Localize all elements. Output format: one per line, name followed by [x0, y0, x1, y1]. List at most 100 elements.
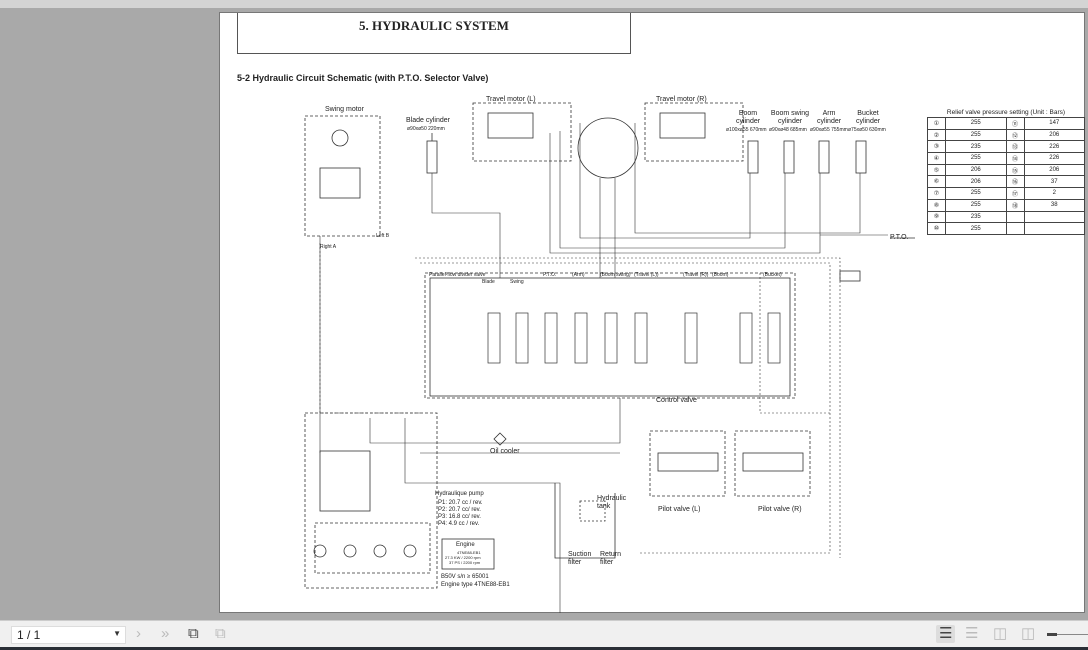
page-indicator: 1 / 1	[17, 628, 41, 642]
pressure-value: 206	[1023, 128, 1085, 142]
suction-filter-label: Suction filter	[568, 551, 592, 566]
single-page-view-icon[interactable]: ☰	[936, 625, 956, 643]
valve-number: ⑤	[927, 163, 946, 177]
section-blade: Blade	[482, 279, 495, 285]
pilot-valve-r-label: Pilot valve (R)	[758, 506, 802, 513]
valve-number: ⑫	[1005, 128, 1025, 142]
pressure-value: 255	[945, 117, 1007, 130]
pump-p4: P4: 4.9 cc / rev.	[438, 521, 480, 527]
left-b-label: Left B	[376, 233, 390, 239]
valve-number	[1005, 210, 1025, 224]
valve-number: ⑱	[1005, 198, 1025, 212]
engine-label: Engine	[456, 542, 475, 548]
valve-number: ⑰	[1005, 187, 1025, 200]
two-page-icon[interactable]: ⧉	[215, 625, 226, 642]
pressure-value: 226	[1023, 152, 1085, 165]
pressure-value: 235	[945, 210, 1007, 224]
boom-swing-cylinder-label: Boom swing cylinder	[770, 110, 810, 125]
travel-motor-r-label: Travel motor (R)	[656, 96, 707, 103]
valve-number: ⑯	[1005, 175, 1025, 189]
valve-number: ⑥	[927, 175, 946, 189]
pressure-value: 147	[1023, 117, 1085, 130]
valve-number: ⑧	[927, 198, 946, 212]
boom-swing-cylinder-dim: ø90xø48 685mm	[769, 127, 807, 133]
header-box: 5. HYDRAULIC SYSTEM	[237, 13, 631, 54]
blade-cylinder-dim: ø90xø50 220mm	[407, 126, 445, 132]
relief-table-caption: Relief valve pressure setting (Unit : Ba…	[946, 109, 1066, 116]
engine-kw: 27.3 KW / 2200 rpm	[445, 555, 481, 560]
valve-number: ⑦	[927, 187, 946, 200]
facing-view-icon[interactable]: ◫	[993, 625, 1008, 642]
pressure-value: 235	[945, 140, 1007, 154]
pump-p1: P1: 20.7 cc / rev.	[438, 500, 483, 506]
valve-number: ②	[927, 128, 946, 142]
boom-cylinder-dim: ø100xø55 670mm	[726, 127, 767, 133]
continuous-view-icon[interactable]: ☰	[965, 625, 979, 642]
valve-number: ④	[927, 152, 946, 165]
section-divider: Parallel-flow divider valve	[429, 272, 486, 278]
taskbar-edge	[0, 647, 1088, 650]
viewer-toolbar: 1 / 1 ▼ › » ⧉ ⧉ ☰ ☰ ◫ ◫	[0, 620, 1088, 648]
pto-label: P.T.O.	[890, 234, 909, 241]
valve-number: ③	[927, 140, 946, 154]
section-arm: (Arm)	[572, 272, 585, 278]
section-boom: (Boom)	[712, 272, 729, 278]
pressure-value	[1023, 222, 1085, 235]
swing-motor-label: Swing motor	[325, 106, 364, 113]
section-boom-swing: (Boom swing)	[600, 272, 631, 278]
section-swing: Swing	[510, 279, 524, 285]
pump-title: Hydraulique pump	[435, 491, 484, 497]
pressure-value: 37	[1023, 175, 1085, 189]
bucket-cylinder-label: Bucket cylinder	[855, 110, 881, 125]
arm-cylinder-label: Arm cylinder	[816, 110, 842, 125]
valve-number: ⑩	[927, 222, 946, 235]
last-page-icon[interactable]: »	[161, 625, 170, 642]
section-pto: P.T.O.	[543, 272, 557, 278]
valve-number: ⑭	[1005, 152, 1025, 165]
hydraulic-tank-label: Hydraulic tank	[597, 495, 627, 510]
zoom-slider[interactable]	[1047, 633, 1088, 636]
page-title: 5. HYDRAULIC SYSTEM	[359, 18, 509, 33]
pressure-value: 255	[945, 198, 1007, 212]
engine-type-label: Engine type 4TNE88-EB1	[441, 582, 510, 588]
top-strip	[0, 0, 1088, 8]
pressure-value	[1023, 210, 1085, 224]
pressure-value: 255	[945, 222, 1007, 235]
valve-number: ⑮	[1005, 163, 1025, 177]
pressure-value: 38	[1023, 198, 1085, 212]
pressure-value: 206	[1023, 163, 1085, 177]
rotate-icon[interactable]: ⧉	[188, 625, 199, 642]
pressure-value: 255	[945, 128, 1007, 142]
pump-p3: P3: 16.8 cc/ rev.	[438, 514, 481, 520]
pressure-value: 226	[1023, 140, 1085, 154]
right-a-label: Right A	[320, 244, 337, 250]
pressure-value: 206	[945, 175, 1007, 189]
pump-p2: P2: 20.7 cc/ rev.	[438, 507, 481, 513]
valve-number: ⑪	[1005, 117, 1025, 130]
valve-number: ⑬	[1005, 140, 1025, 154]
pressure-value: 2	[1023, 187, 1085, 200]
zoom-slider-handle[interactable]	[1047, 633, 1057, 636]
pressure-value: 206	[945, 163, 1007, 177]
hydraulic-schematic	[304, 102, 915, 613]
engine-model: 4TNE88-EB1	[457, 550, 481, 555]
page-selector[interactable]: 1 / 1 ▼	[11, 626, 126, 644]
valve-number: ⑨	[927, 210, 946, 224]
next-page-icon[interactable]: ›	[136, 625, 141, 642]
facing-continuous-view-icon[interactable]: ◫	[1021, 625, 1036, 642]
arm-cylinder-dim: ø90xø55 755mm	[810, 127, 848, 133]
section-travel-r: (Travel (R))	[683, 272, 709, 278]
dropdown-arrow-icon: ▼	[113, 629, 121, 638]
engine-ps: 37 PS / 2200 rpm	[449, 560, 481, 565]
schematic-subtitle: 5-2 Hydraulic Circuit Schematic (with P.…	[237, 73, 489, 83]
valve-number	[1005, 222, 1025, 235]
